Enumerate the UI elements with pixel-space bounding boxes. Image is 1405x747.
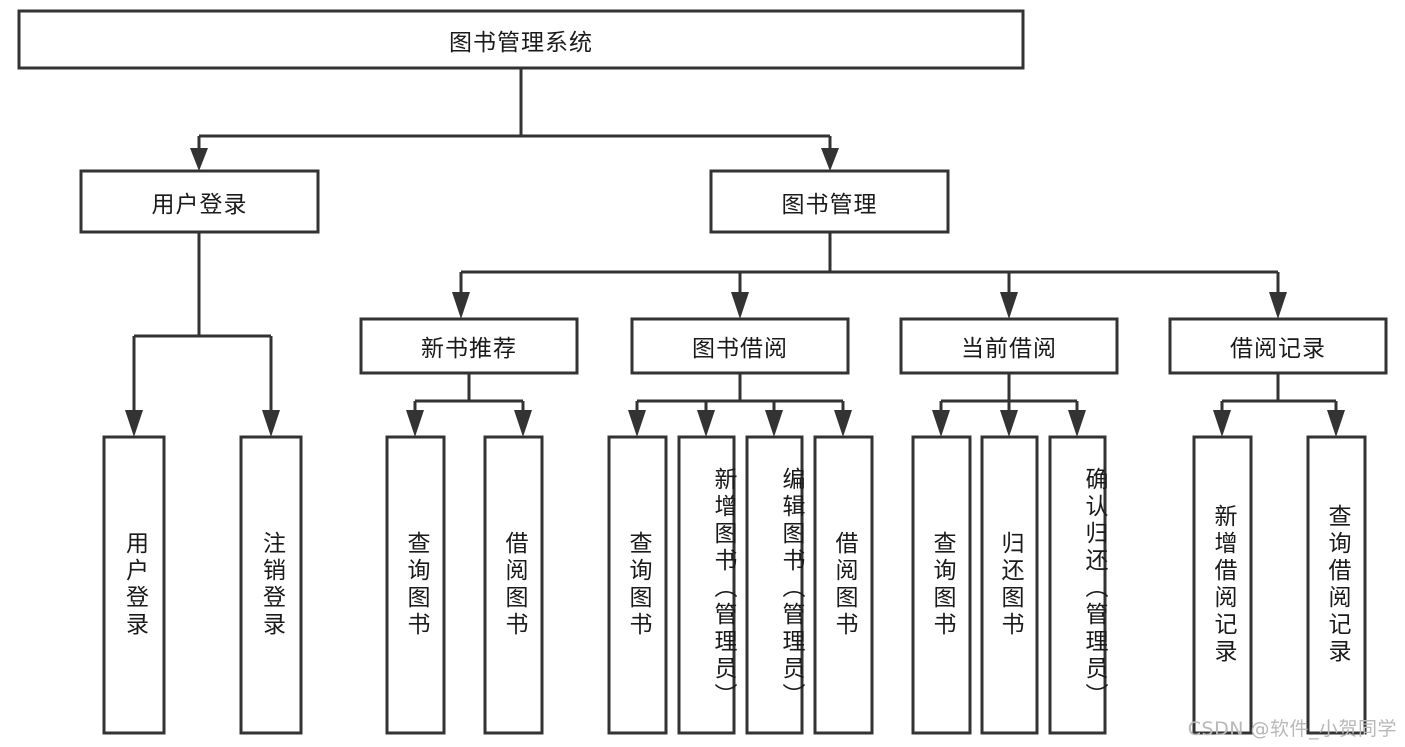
node-box-user-login[interactable] [79, 169, 320, 234]
arrowhead-leaf-borrow-book-1 [514, 410, 532, 437]
node-box-new-book-recommend[interactable] [359, 317, 579, 375]
arrowhead-book-management [821, 148, 839, 171]
arrowhead-leaf-add-book-admin [697, 410, 715, 437]
node-box-leaf-logout[interactable] [239, 435, 303, 735]
arrowhead-leaf-logout [262, 410, 280, 437]
node-box-borrow-record[interactable] [1168, 317, 1388, 375]
arrowhead-borrow-record [1269, 292, 1287, 319]
arrowhead-leaf-query-borrow-record [1327, 410, 1345, 437]
arrowhead-leaf-user-login [125, 410, 143, 437]
node-box-leaf-borrow-book-2[interactable] [813, 435, 874, 735]
node-box-book-management[interactable] [709, 169, 950, 234]
node-box-root[interactable] [17, 9, 1025, 70]
node-box-leaf-add-borrow-record[interactable] [1192, 435, 1253, 735]
node-box-leaf-user-login[interactable] [102, 435, 166, 735]
arrowhead-leaf-add-borrow-record [1213, 410, 1231, 437]
arrowhead-leaf-return-book [1000, 410, 1018, 437]
arrowhead-current-borrow [1000, 292, 1018, 319]
arrowhead-new-book-recommend [452, 292, 470, 319]
node-box-leaf-confirm-return-admin[interactable] [1048, 435, 1107, 735]
node-box-leaf-edit-book-admin[interactable] [745, 435, 804, 735]
arrowhead-leaf-confirm-return-admin [1068, 410, 1086, 437]
arrowhead-user-login [190, 148, 208, 171]
node-box-leaf-query-borrow-record[interactable] [1306, 435, 1367, 735]
arrowhead-leaf-query-book-1 [406, 410, 424, 437]
node-box-leaf-return-book[interactable] [980, 435, 1039, 735]
arrowhead-leaf-edit-book-admin [765, 410, 783, 437]
node-box-leaf-query-book-1[interactable] [385, 435, 446, 735]
arrowhead-leaf-query-book-2 [628, 410, 646, 437]
watermark-text: CSDN @软件_小贺同学 [1187, 718, 1397, 740]
node-box-book-borrow[interactable] [630, 317, 850, 375]
node-box-current-borrow[interactable] [899, 317, 1119, 375]
node-box-leaf-borrow-book-1[interactable] [483, 435, 544, 735]
arrowhead-book-borrow [731, 292, 749, 319]
node-box-leaf-add-book-admin[interactable] [677, 435, 736, 735]
arrowhead-leaf-borrow-book-2 [834, 410, 852, 437]
arrowhead-leaf-query-book-3 [932, 410, 950, 437]
node-box-leaf-query-book-2[interactable] [607, 435, 668, 735]
node-box-leaf-query-book-3[interactable] [911, 435, 972, 735]
